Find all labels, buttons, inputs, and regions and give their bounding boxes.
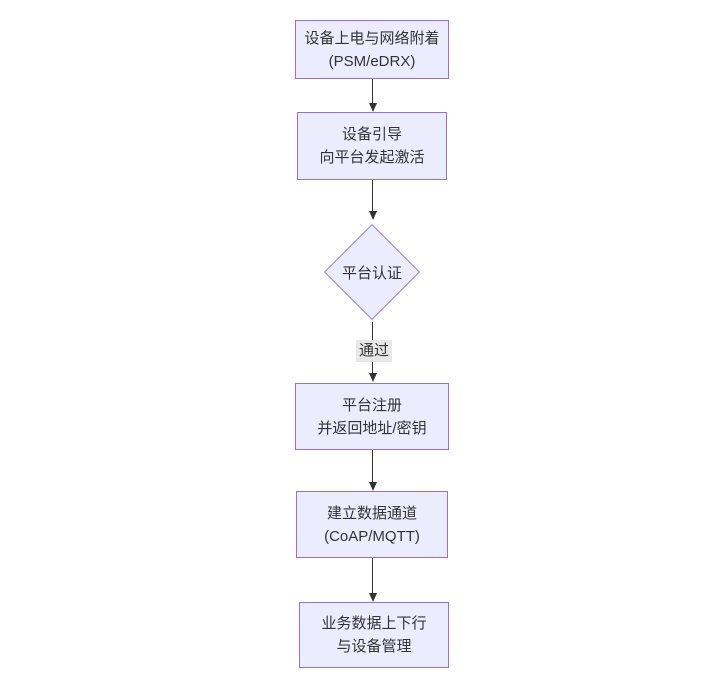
edge-bootstrap-to-auth — [368, 180, 377, 220]
arrowhead-down-icon — [368, 593, 377, 602]
edge-label-pass: 通过 — [356, 340, 393, 362]
node-platform-register: 平台注册 并返回地址/密钥 — [295, 383, 449, 450]
decision-platform-auth: 平台认证 — [323, 223, 421, 321]
edge-line — [372, 558, 373, 593]
arrowhead-down-icon — [368, 211, 377, 220]
node-data-channel: 建立数据通道 (CoAP/MQTT) — [296, 491, 448, 558]
edge-line — [372, 450, 373, 482]
arrowhead-down-icon — [368, 373, 377, 382]
node-text-line: 业务数据上下行 — [321, 615, 427, 632]
edge-channel-to-business — [368, 558, 377, 602]
arrowhead-down-icon — [368, 103, 377, 112]
edge-register-to-channel — [368, 450, 377, 491]
node-text-line: 平台认证 — [341, 264, 402, 282]
edge-power-to-bootstrap — [368, 79, 377, 112]
node-text-line: (PSM/eDRX) — [328, 52, 416, 70]
node-business-data: 业务数据上下行 与设备管理 — [299, 602, 449, 668]
node-text-line: 向平台发起激活 — [319, 149, 425, 166]
node-text-line: 建立数据通道 — [326, 504, 417, 522]
node-text-line: 平台注册 — [341, 396, 402, 414]
edge-line — [372, 79, 373, 103]
node-text-line: (CoAP/MQTT) — [324, 527, 420, 545]
node-device-bootstrap: 设备引导 向平台发起激活 — [297, 112, 447, 180]
node-text-line: 与设备管理 — [336, 638, 412, 655]
node-text-line: 设备引导 — [341, 126, 402, 143]
node-text-line: 设备上电与网络附着 — [304, 29, 440, 47]
node-text-line: 并返回地址/密钥 — [317, 419, 427, 437]
node-power-network-attach: 设备上电与网络附着 (PSM/eDRX) — [295, 20, 449, 79]
edge-line — [372, 180, 373, 211]
arrowhead-down-icon — [368, 482, 377, 491]
